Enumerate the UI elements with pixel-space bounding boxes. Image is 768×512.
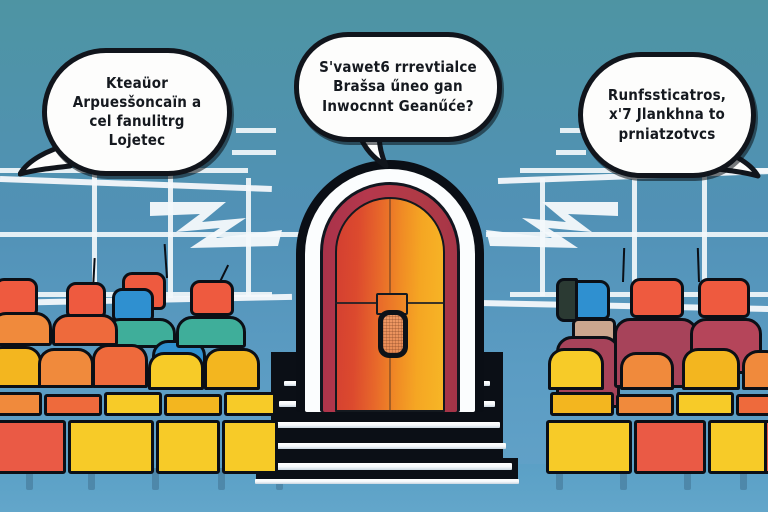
person-head (190, 280, 234, 316)
antenna (622, 247, 626, 283)
step (255, 479, 519, 484)
seat-back[interactable] (742, 350, 768, 390)
zigzag-accent-right (486, 202, 618, 248)
seat-front[interactable] (68, 420, 154, 474)
speech-bubble-right[interactable]: Runfssticatros, x'7 Jlankhna to prniatzo… (578, 52, 756, 178)
seat-back[interactable] (620, 352, 674, 390)
seat-top[interactable] (104, 392, 162, 416)
grid-line-h (486, 232, 768, 237)
seat-front[interactable] (546, 420, 632, 474)
speech-bubble-center[interactable]: S'vawet6 rrrevtialce Brašsa űneo gan Inw… (294, 32, 502, 142)
seat-front[interactable] (156, 420, 220, 474)
seat-back[interactable] (682, 348, 740, 390)
seat-back[interactable] (92, 344, 148, 388)
grid-line-v (246, 178, 251, 296)
seat-top[interactable] (44, 394, 102, 416)
seat-top[interactable] (550, 392, 614, 416)
grid-line-h (236, 128, 276, 133)
person-head (698, 278, 750, 318)
seat-back[interactable] (38, 348, 94, 388)
seat-back[interactable] (0, 346, 42, 388)
seat-back[interactable] (148, 352, 204, 390)
seat-top[interactable] (616, 394, 674, 416)
person-head (112, 288, 154, 322)
person-torso (52, 314, 118, 346)
seat-top[interactable] (164, 394, 222, 416)
step (268, 443, 506, 449)
antenna (163, 244, 168, 279)
speech-bubble-right-text: Runfssticatros, x'7 Jlankhna to prniatzo… (607, 86, 727, 143)
seat-front[interactable] (764, 420, 768, 474)
seat-top[interactable] (224, 392, 276, 416)
speech-bubble-left[interactable]: Kteaüor Arpuesšoncaïn a cel fanulitrg Lo… (42, 48, 232, 176)
seat-back[interactable] (548, 348, 604, 390)
step (262, 463, 512, 470)
person-head (630, 278, 684, 318)
arched-door[interactable] (296, 160, 484, 412)
person-torso (0, 312, 52, 346)
seat-top[interactable] (676, 392, 734, 416)
grid-line-h (232, 150, 276, 155)
antenna (696, 247, 700, 283)
person-head-side (556, 278, 578, 322)
grid-line-h (556, 150, 586, 155)
seat-front[interactable] (0, 420, 66, 474)
person-torso (176, 316, 246, 348)
person-head (66, 282, 106, 318)
seat-front[interactable] (222, 420, 278, 474)
grid-line-v (540, 178, 545, 296)
door-handle-grip (383, 315, 403, 353)
person-head (0, 278, 38, 316)
speech-bubble-left-text: Kteaüor Arpuesšoncaïn a cel fanulitrg Lo… (72, 73, 202, 150)
step (274, 422, 500, 428)
seat-back[interactable] (204, 348, 260, 390)
seat-front[interactable] (708, 420, 768, 474)
seat-front[interactable] (634, 420, 706, 474)
speech-bubble-center-text: S'vawet6 rrrevtialce Brašsa űneo gan Inw… (319, 58, 477, 115)
zigzag-accent-left (150, 202, 282, 248)
seat-top[interactable] (736, 394, 768, 416)
seat-top[interactable] (0, 392, 42, 416)
grid-line-h (0, 232, 300, 237)
